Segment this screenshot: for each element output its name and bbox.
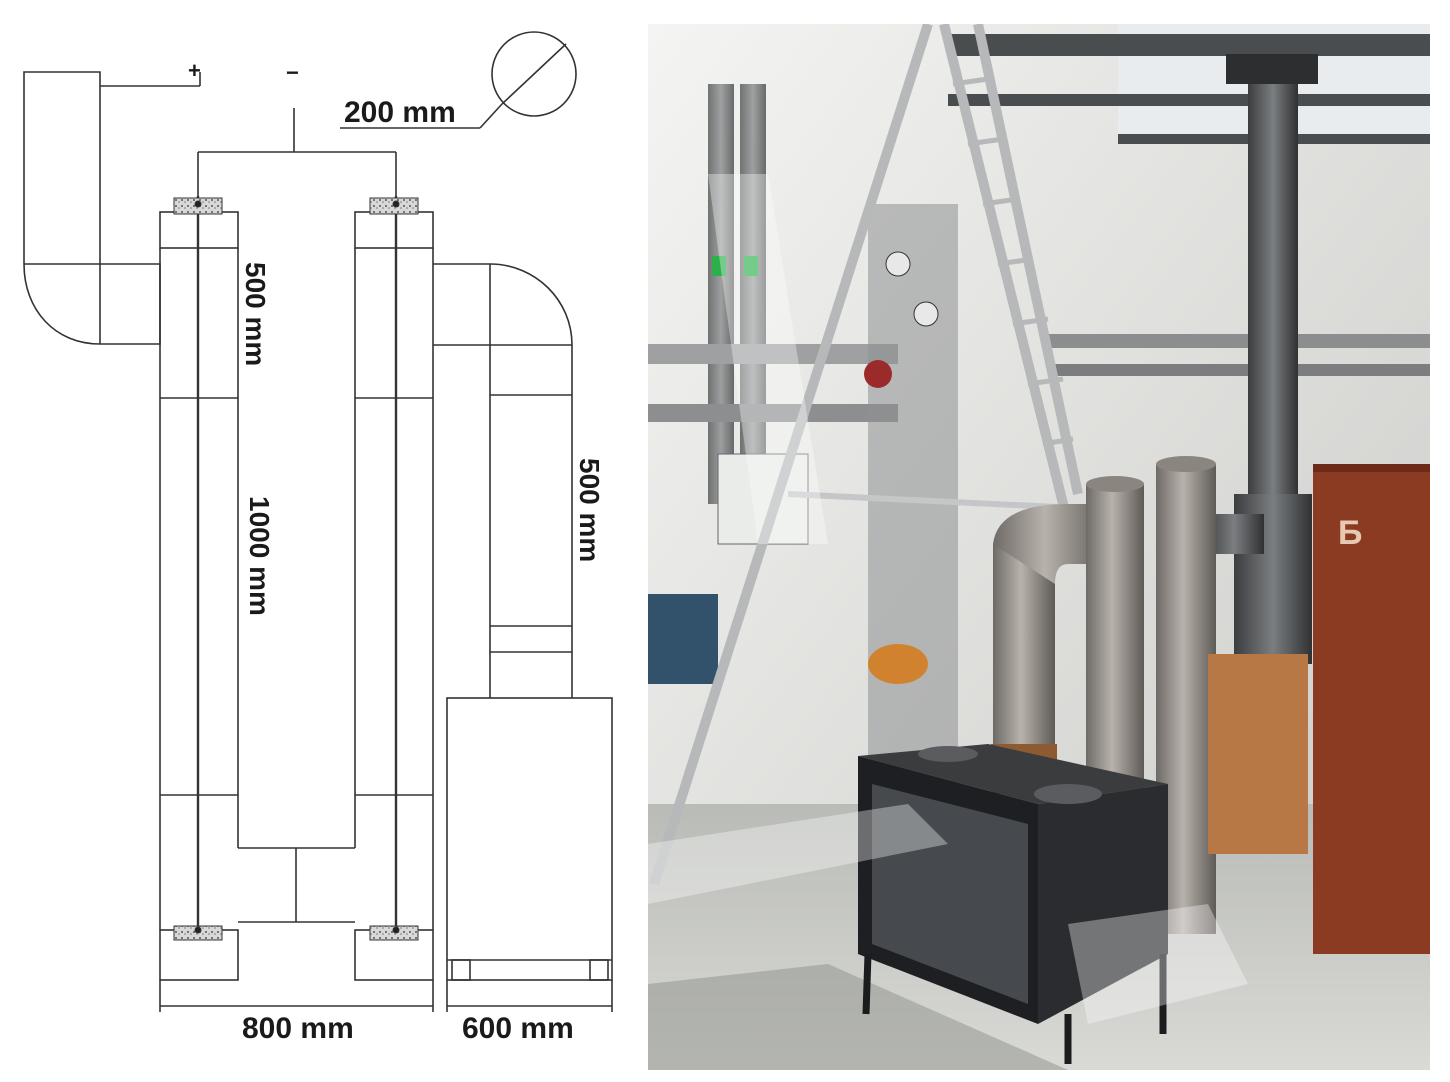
schematic-drawing: + − 200 mm 500 mm 1000 mm 500 mm 800 mm … (23, 31, 613, 1045)
upper-section-label: 500 mm (240, 262, 271, 366)
width-left-label: 800 mm (242, 1012, 354, 1045)
plus-sign: + (188, 58, 201, 83)
diameter-label: 200 mm (344, 96, 456, 129)
riser-elbow (433, 263, 573, 698)
installation-photo: Б (648, 24, 1430, 1070)
exhaust-chimney (1204, 54, 1318, 664)
sunlight (648, 174, 1248, 1024)
electrode-flanges (173, 197, 419, 941)
dimension-lines (159, 980, 613, 1012)
inlet-elbow (23, 71, 161, 345)
cabinet-label: Б (1338, 514, 1362, 552)
gauges-panel (648, 204, 958, 824)
middle-section-label: 1000 mm (244, 496, 275, 616)
stove-outline (446, 697, 613, 981)
positive-lead (100, 72, 201, 87)
diameter-symbol (340, 31, 577, 129)
ladder (649, 24, 1083, 886)
riser-label: 500 mm (574, 458, 605, 562)
bottom-connection (238, 847, 355, 923)
width-right-label: 600 mm (462, 1012, 574, 1045)
wooden-cabinet: Б (1208, 464, 1430, 954)
minus-sign: − (286, 60, 299, 85)
left-column (159, 196, 239, 981)
negative-lead (197, 108, 397, 196)
wall-pipes (648, 84, 1430, 504)
right-column (354, 196, 434, 981)
fireplace (858, 744, 1168, 1064)
